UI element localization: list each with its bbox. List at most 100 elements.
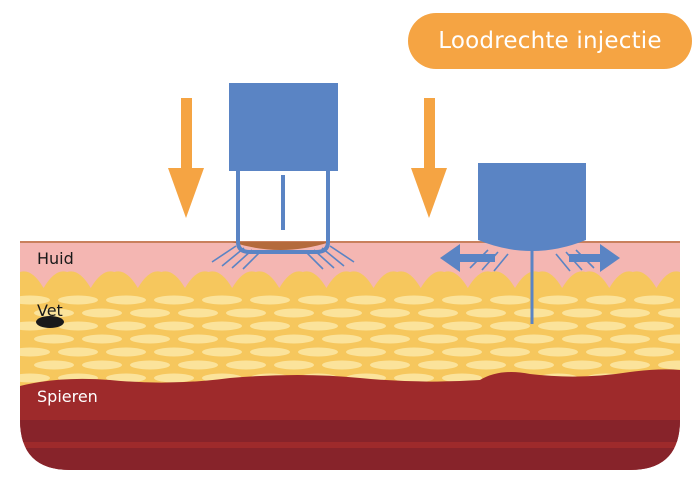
fat-cell xyxy=(610,334,650,344)
fat-cell xyxy=(346,347,386,357)
fat-cell xyxy=(154,373,194,383)
down-arrow-icon xyxy=(411,98,447,218)
fat-cell xyxy=(514,308,554,318)
fat-cell xyxy=(490,295,530,305)
fat-cell xyxy=(58,321,98,331)
muscle-band xyxy=(20,420,680,442)
fat-cell xyxy=(178,334,218,344)
needle-free-injector-icon xyxy=(211,83,355,270)
fat-cell xyxy=(202,295,242,305)
fat-cell xyxy=(20,295,50,305)
fat-cell xyxy=(178,308,218,318)
fat-cell xyxy=(418,360,458,370)
fat-cell xyxy=(586,321,626,331)
fat-cell xyxy=(226,308,266,318)
fat-cell xyxy=(250,295,290,305)
fat-cell xyxy=(298,347,338,357)
fat-cell xyxy=(466,360,506,370)
fat-cell xyxy=(394,373,434,383)
layer-label-fat: Vet xyxy=(37,301,63,320)
needle-injector-icon xyxy=(440,163,620,324)
fat-cell xyxy=(274,334,314,344)
fat-cell xyxy=(394,321,434,331)
fat-cell xyxy=(394,347,434,357)
fat-cell xyxy=(58,295,98,305)
layer-label-skin: Huid xyxy=(37,249,74,268)
fat-cell xyxy=(130,360,170,370)
fat-cell xyxy=(370,334,410,344)
fat-cell xyxy=(634,347,674,357)
fat-cell xyxy=(130,308,170,318)
title-badge: Loodrechte injectie xyxy=(408,13,692,69)
dispersion-ray xyxy=(493,253,509,272)
fat-cell xyxy=(322,334,362,344)
fat-cell xyxy=(154,321,194,331)
injection-spot xyxy=(232,242,330,250)
fat-cell xyxy=(298,295,338,305)
fat-cell xyxy=(250,347,290,357)
fat-cell xyxy=(370,308,410,318)
fat-cell xyxy=(538,295,578,305)
fat-cell xyxy=(20,347,50,357)
fat-cell xyxy=(538,321,578,331)
fat-cell xyxy=(634,295,674,305)
dispersion-ray xyxy=(242,251,261,270)
dispersion-ray xyxy=(555,253,571,272)
fat-cell xyxy=(442,295,482,305)
injector-body-base xyxy=(229,160,338,170)
injector-nozzle xyxy=(236,170,330,254)
fat-cell xyxy=(298,321,338,331)
fat-cell xyxy=(82,360,122,370)
fat-cell xyxy=(562,308,602,318)
fat-cell xyxy=(490,347,530,357)
fat-cell xyxy=(658,334,680,344)
fat-droplet-icon xyxy=(36,316,64,328)
fat-cell xyxy=(274,308,314,318)
fat-cell xyxy=(226,360,266,370)
injector-body xyxy=(229,83,338,171)
fat-cell xyxy=(442,347,482,357)
fat-cell xyxy=(106,295,146,305)
fat-cell xyxy=(418,334,458,344)
fat-cell xyxy=(154,295,194,305)
layer-label-muscle: Spieren xyxy=(37,387,98,406)
fat-cell xyxy=(346,321,386,331)
fat-cell xyxy=(586,295,626,305)
fat-cell xyxy=(658,308,680,318)
fat-cell xyxy=(370,360,410,370)
fat-cell xyxy=(226,334,266,344)
fat-cell xyxy=(658,360,680,370)
fat-cell xyxy=(418,308,458,318)
fat-cell xyxy=(82,334,122,344)
fat-cell xyxy=(346,295,386,305)
fat-cell xyxy=(106,321,146,331)
fat-cell xyxy=(538,347,578,357)
fat-cell xyxy=(20,373,50,383)
fat-cell xyxy=(82,308,122,318)
fat-cell xyxy=(490,321,530,331)
down-arrow-icon xyxy=(168,98,204,218)
injector-body xyxy=(478,163,586,251)
fat-cell xyxy=(610,360,650,370)
dispersion-ray xyxy=(329,245,355,263)
dispersion-arrow-icon xyxy=(440,244,495,272)
fat-cell xyxy=(514,334,554,344)
fat-cell xyxy=(322,308,362,318)
fat-cell xyxy=(442,373,482,383)
fat-cell xyxy=(610,308,650,318)
fat-cell xyxy=(274,360,314,370)
fat-cell xyxy=(562,360,602,370)
fat-cell xyxy=(442,321,482,331)
fat-cell xyxy=(634,321,674,331)
fat-cell xyxy=(34,334,74,344)
fat-cell xyxy=(466,334,506,344)
fat-cell xyxy=(178,360,218,370)
fat-cell xyxy=(322,360,362,370)
fat-cell xyxy=(586,347,626,357)
fat-cell xyxy=(154,347,194,357)
fat-cell xyxy=(58,347,98,357)
muscle-band xyxy=(20,448,680,470)
fat-cell xyxy=(202,321,242,331)
